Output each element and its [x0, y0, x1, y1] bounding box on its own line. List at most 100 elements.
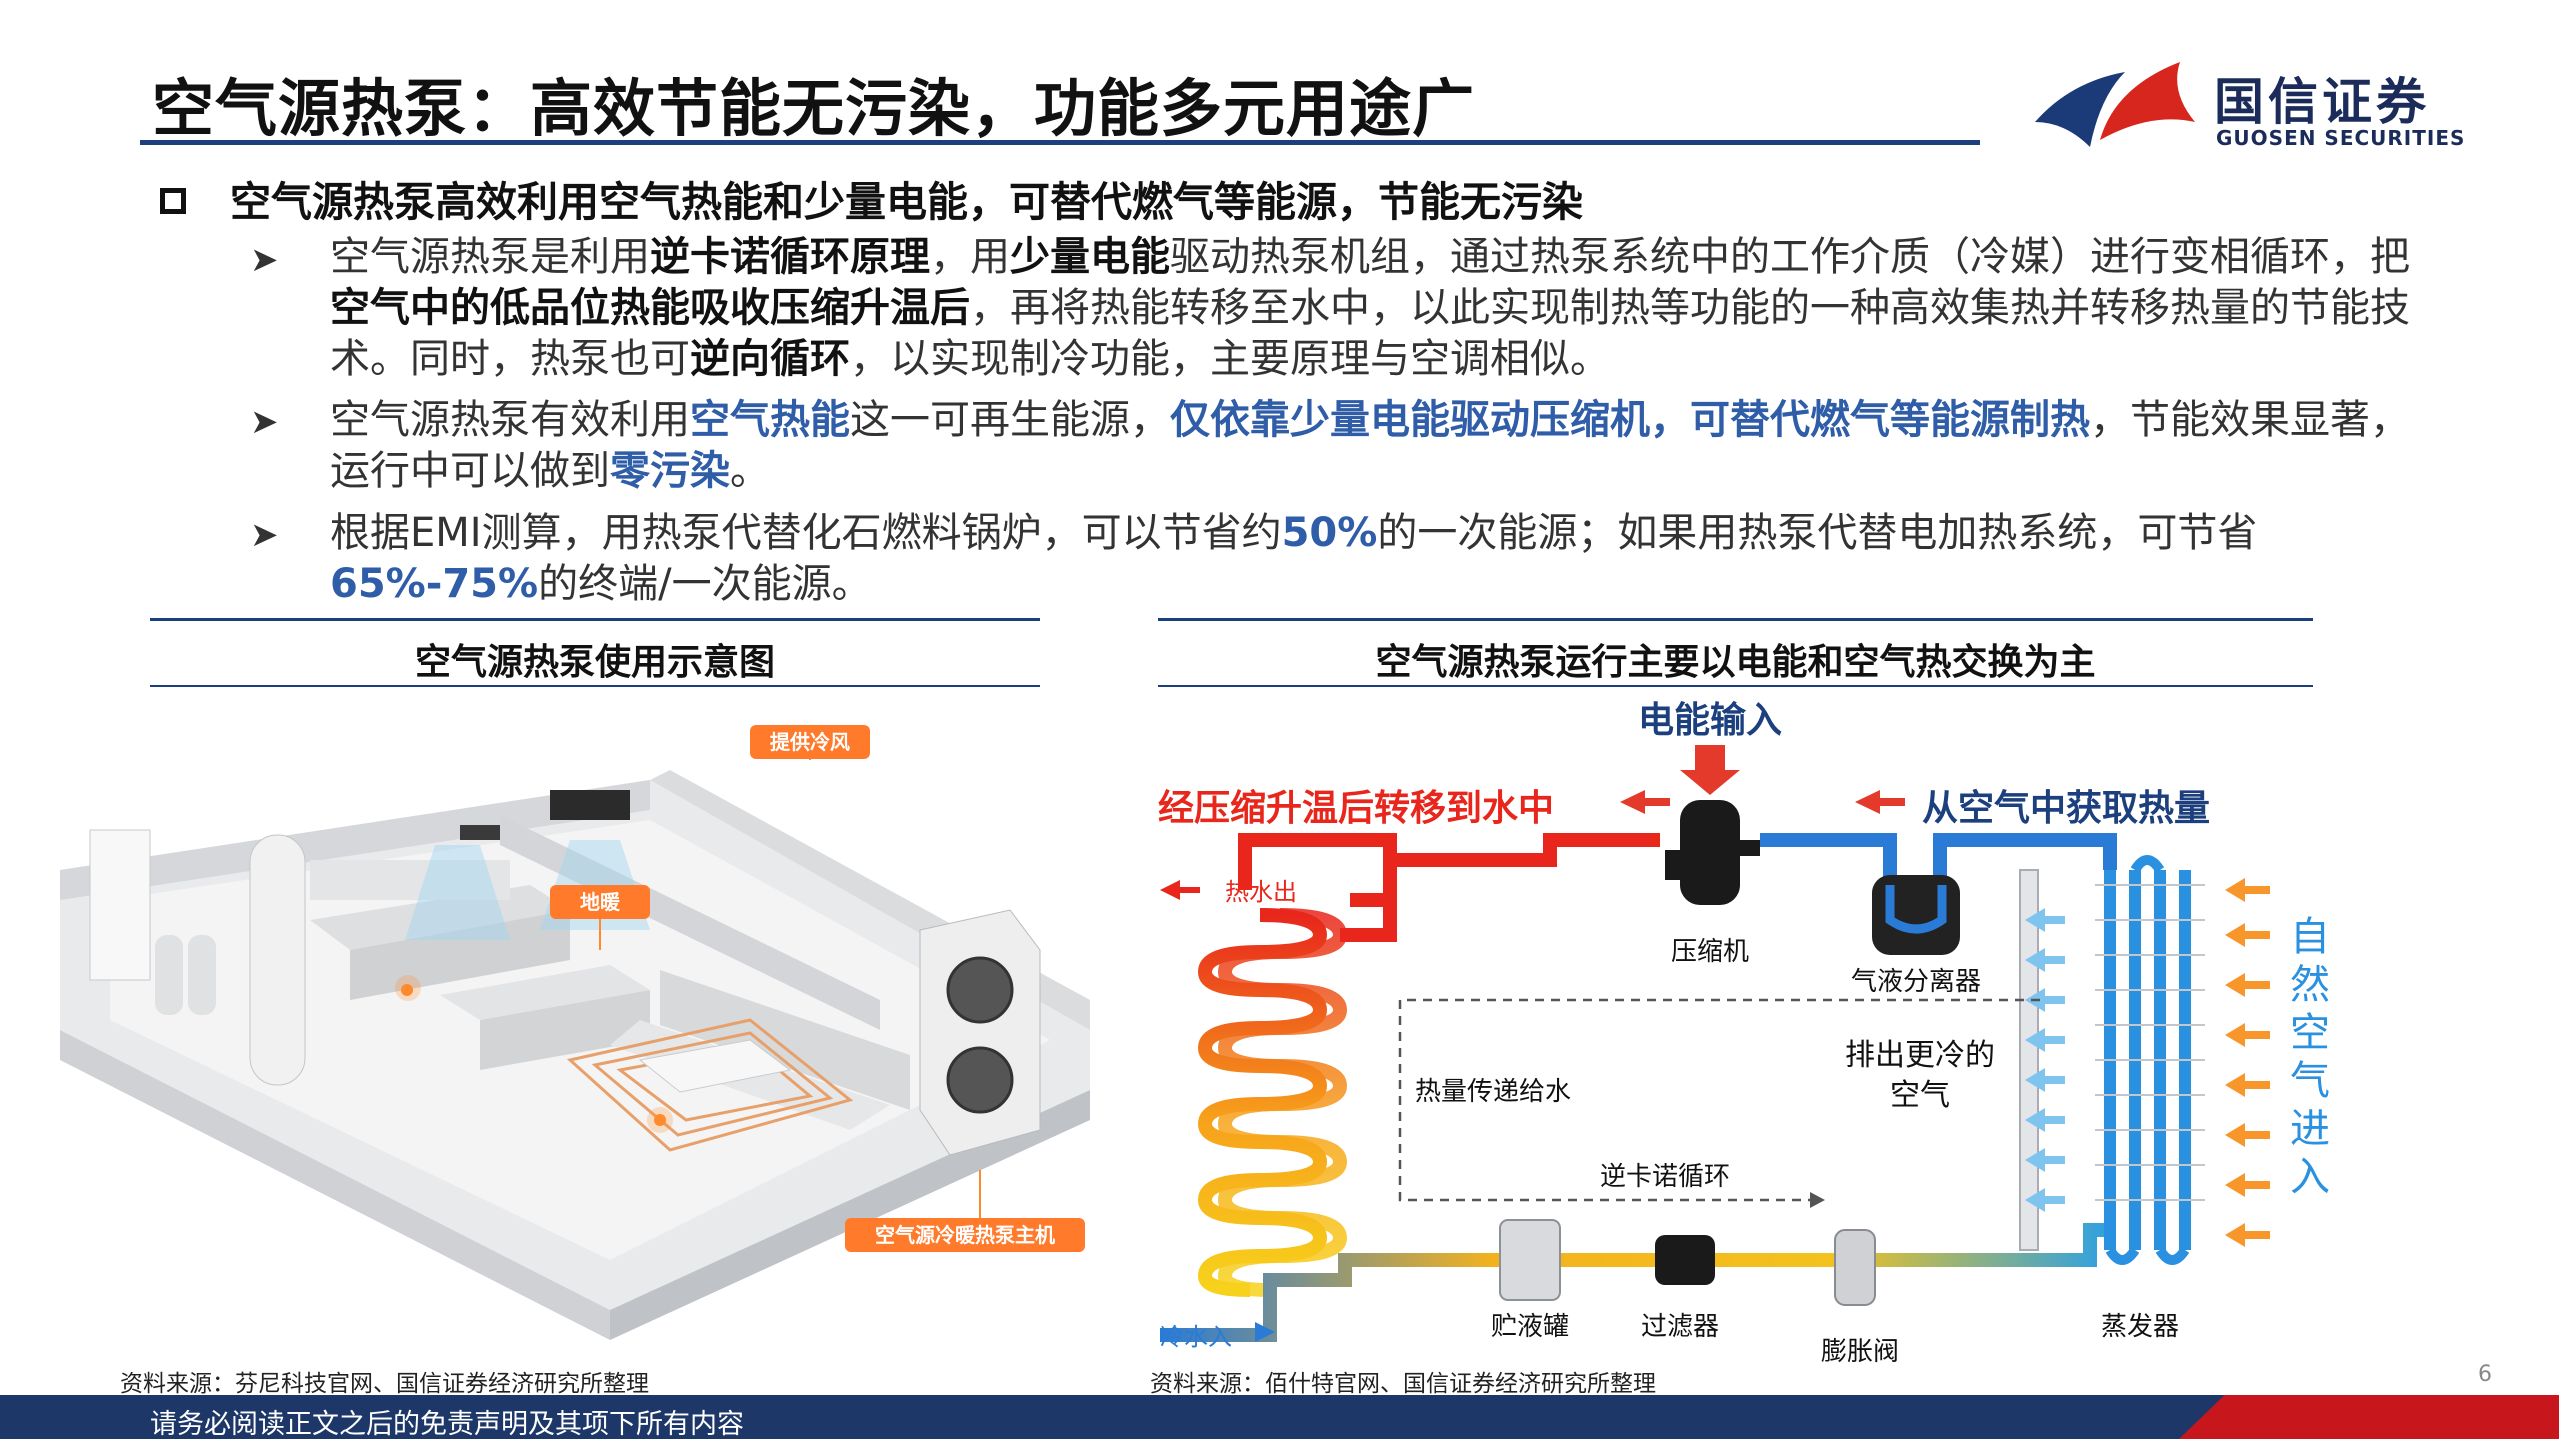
liquid-pipe: [1160, 1223, 2115, 1342]
heat-transfer-label: 热量传递给水: [1415, 1077, 1571, 1107]
callout-floor-heat: [550, 885, 650, 919]
slab-edge-left: [60, 1030, 610, 1340]
compressor-label: 压缩机: [1671, 937, 1749, 967]
bullet-text-segment: 的终端/一次能源。: [538, 561, 872, 607]
heat-dot-icon: [401, 984, 413, 996]
outdoor-heat-pump-unit: [919, 909, 1041, 1156]
natural-air-char-1: 自: [2290, 914, 2330, 960]
bullet-text-segment: 空气源热泵有效利用: [330, 397, 690, 443]
kitchen-counter: [310, 885, 570, 950]
natural-air-char-5: 进: [2290, 1106, 2330, 1152]
guosen-logo: 国信证券 GUOSEN SECURITIES: [2030, 52, 2470, 162]
water-tank: [249, 834, 306, 1086]
tank-label: 贮液罐: [1491, 1312, 1569, 1342]
left-arrow-icon: [1160, 880, 1200, 900]
down-arrow-icon: [1680, 745, 1740, 795]
gas-liquid-separator: [1872, 875, 1960, 955]
colder-air-label-line2: 空气: [1890, 1078, 1950, 1113]
right-panel-top-rule: [1158, 618, 2313, 621]
bullet-text-segment: ，再将热能转移至水中，以此实现制热等功能的一种高效集热并转移热量的节能技术。同时…: [330, 285, 2410, 382]
bullet-paragraph-1: 空气源热泵是利用逆卡诺循环原理，用少量电能驱动热泵机组，通过热泵系统中的工作介质…: [330, 232, 2410, 385]
power-input-label: 电能输入: [1638, 700, 1782, 741]
left-panel-bottom-rule: [150, 685, 1040, 687]
back-wall: [60, 780, 650, 900]
filter: [1655, 1235, 1715, 1285]
filter-canister: [188, 935, 216, 1015]
natural-air-char-2: 然: [2290, 962, 2330, 1008]
cold-water-in-label: 冷水入: [1160, 1323, 1232, 1351]
reverse-carnot-label: 逆卡诺循环: [1600, 1162, 1730, 1192]
bullet-highlight-segment: 仅依靠少量电能驱动压缩机，可替代燃气等能源制热: [1170, 397, 2090, 443]
main-bullet-text: 空气源热泵高效利用空气热能和少量电能，可替代燃气等能源，节能无污染: [230, 178, 1583, 226]
main-bullet: 空气源热泵高效利用空气热能和少量电能，可替代燃气等能源，节能无污染: [160, 168, 1583, 228]
filter-label: 过滤器: [1641, 1312, 1719, 1342]
to-water-label: 经压缩升温后转移到水中: [1158, 788, 1554, 829]
left-panel-top-rule: [150, 618, 1040, 621]
right-arrow-icon: [1810, 1192, 1825, 1208]
suction-pipe: [1933, 833, 2117, 890]
guosen-logo-icon: [2035, 62, 2195, 147]
bullet-text-segment: ，用: [930, 234, 1010, 280]
slab-edge-right: [610, 1090, 1090, 1340]
kitchen-island-front: [480, 990, 650, 1070]
kitchen-cabinet: [310, 860, 510, 900]
natural-air-char-6: 入: [2290, 1154, 2330, 1200]
bullet-text-segment: ，节能效果显著，运行中可以做到: [330, 397, 2410, 494]
left-panel-heading: 空气源热泵使用示意图: [414, 642, 775, 683]
from-air-label: 从空气中获取热量: [1922, 788, 2210, 829]
kitchen-counter-front: [350, 910, 570, 1000]
evaporator-label: 蒸发器: [2101, 1312, 2179, 1342]
hot-water-out-label: 热水出: [1225, 878, 1297, 906]
natural-air-char-4: 气: [2290, 1058, 2330, 1104]
sofa-back: [660, 970, 910, 1110]
bullet-text-segment: 这一可再生能源，: [850, 397, 1170, 443]
ceiling-ac-unit: [550, 790, 630, 820]
liquid-tank: [1499, 1219, 1561, 1301]
bullet-highlight-segment: 50%: [1281, 510, 1378, 556]
bullet-text-segment: ，以实现制冷功能，主要原理与空调相似。: [850, 336, 1610, 382]
expansion-valve: [1834, 1229, 1876, 1306]
separator-label: 气液分离器: [1851, 967, 1981, 997]
compressor: [1680, 800, 1740, 905]
bullet-text-segment: 。: [730, 448, 770, 494]
bullet-highlight-segment: 少量电能: [1010, 234, 1170, 280]
coffee-table: [638, 1039, 792, 1093]
partition-wall: [500, 815, 880, 1030]
right-panel-heading: 空气源热泵运行主要以电能和空气热交换为主: [1375, 642, 2096, 683]
square-bullet-icon: [160, 188, 186, 214]
callout-host: [845, 1218, 1085, 1252]
bullet-highlight-segment: 零污染: [610, 448, 730, 494]
colder-air-label-line1: 排出更冷的: [1845, 1038, 1995, 1073]
arrow-bullet-icon: ➤: [250, 402, 279, 442]
filter-canister: [155, 935, 183, 1015]
heat-pump-cycle-diagram: 电能输入 经压缩升温后转移到水中 从空气中获取热量 压缩机 气液分离器 热水出 …: [1158, 700, 2330, 1367]
left-arrow-icon: [1620, 790, 1670, 814]
bullet-paragraph-3: 根据EMI测算，用热泵代替化石燃料锅炉，可以节省约50%的一次能源；如果用热泵代…: [330, 508, 2410, 610]
arrow-bullet-icon: ➤: [250, 240, 279, 280]
footer-accent: [2179, 1395, 2559, 1439]
cold-air-out-arrows: [2025, 908, 2065, 1212]
bullet-text-segment: 驱动热泵机组，通过热泵系统中的工作介质（冷媒）进行变相循环，把: [1170, 234, 2410, 280]
bullet-highlight-segment: 逆卡诺循环原理: [650, 234, 930, 280]
title-rule: [140, 140, 1980, 145]
right-source-note: 资料来源：佰什特官网、国信证券经济研究所整理: [1150, 1371, 1656, 1397]
logo-english-name: GUOSEN SECURITIES: [2216, 126, 2466, 150]
callout-cold-air: [750, 725, 870, 759]
arrow-bullet-icon: ➤: [250, 515, 279, 555]
page-title: 空气源热泵：高效节能无污染，功能多元用途广: [152, 72, 1476, 145]
callout-host-label: 空气源冷暖热泵主机: [875, 1223, 1055, 1247]
bullet-text-segment: 的一次能源；如果用热泵代替电加热系统，可节省: [1377, 510, 2258, 556]
logo-chinese-name: 国信证券: [2214, 73, 2430, 131]
callout-cold-air-label: 提供冷风: [770, 730, 850, 754]
right-arrow-icon: [1255, 1322, 1275, 1342]
natural-air-in-arrows: [2225, 878, 2270, 1247]
reverse-cycle-dashed-loop: [1398, 998, 2040, 1202]
house-illustration: 提供冷风 地暖 空气源冷暖热泵主机: [60, 725, 1090, 1340]
bullet-highlight-segment: 65%-75%: [330, 561, 539, 607]
footer-disclaimer: 请务必阅读正文之后的免责声明及其项下所有内容: [150, 1409, 744, 1439]
natural-air-char-3: 空: [2290, 1010, 2330, 1056]
bullet-highlight-segment: 逆向循环: [690, 336, 850, 382]
right-panel-bottom-rule: [1158, 685, 2313, 687]
wall-boiler: [89, 829, 151, 981]
kitchen-island: [440, 965, 650, 1020]
